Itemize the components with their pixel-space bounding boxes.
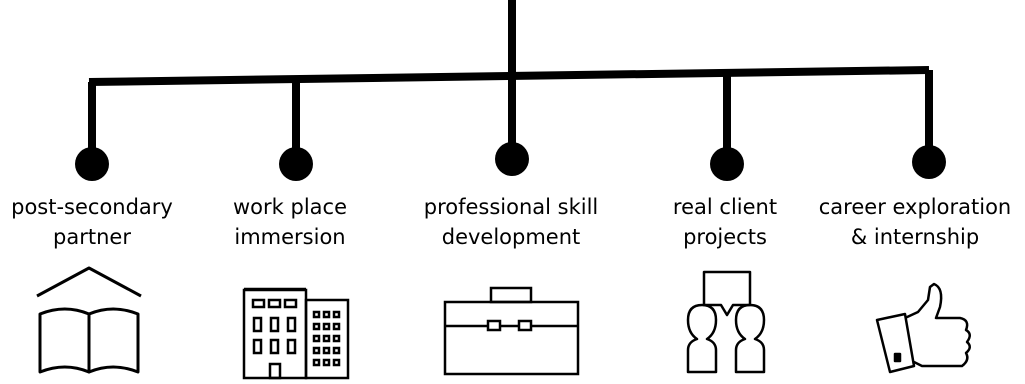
open-book-icon [36, 266, 142, 374]
branch-label-line: career exploration [818, 195, 1012, 219]
node-dot-4 [710, 147, 744, 181]
branch-label-line: immersion [234, 225, 346, 249]
branch-label-post-secondary-partner: post-secondary partner [0, 192, 202, 252]
office-buildings-icon [242, 287, 350, 380]
branch-label-work-place-immersion: work place immersion [180, 192, 400, 252]
people-speech-icon [686, 270, 766, 374]
branch-label-line: projects [683, 225, 767, 249]
node-dot-5 [912, 145, 946, 179]
branch-label-line: & internship [850, 225, 980, 249]
briefcase-icon [443, 286, 580, 376]
branch-label-line: professional skill [423, 195, 599, 219]
branch-label-career-exploration-internship: career exploration & internship [805, 192, 1025, 252]
branch-label-line: work place [233, 195, 347, 219]
node-dot-1 [75, 147, 109, 181]
branch-label-professional-skill-development: professional skill development [401, 192, 621, 252]
node-dot-3 [495, 142, 529, 176]
branch-label-line: real client [672, 195, 778, 219]
branch-label-line: post-secondary [11, 195, 173, 219]
branch-label-line: partner [53, 225, 131, 249]
branch-label-real-client-projects: real client projects [615, 192, 835, 252]
branch-label-line: development [441, 225, 581, 249]
node-dot-2 [279, 147, 313, 181]
thumbs-up-icon [875, 282, 971, 374]
